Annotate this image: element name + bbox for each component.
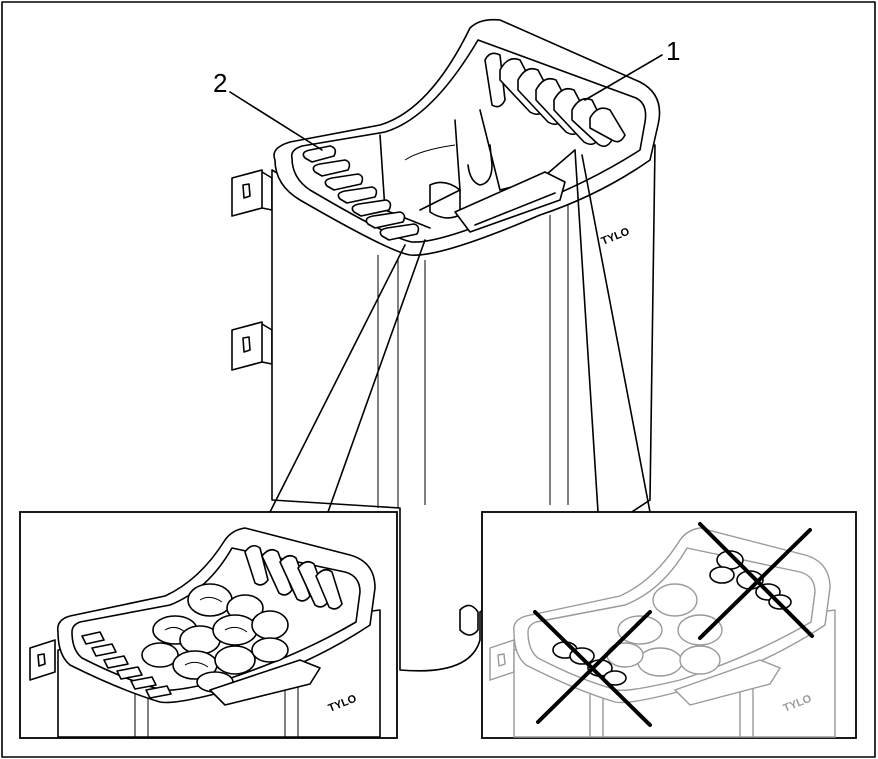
heating-element-tube <box>467 144 493 186</box>
wall-bracket-upper <box>231 169 273 217</box>
callout-label-1: 1 <box>666 36 680 66</box>
leader-line-2 <box>229 91 323 151</box>
heating-element-grille-right <box>484 52 626 148</box>
incorrect-cross-left <box>533 610 652 727</box>
incorrect-cross-right <box>698 522 814 640</box>
sauna-stones-correct <box>141 583 289 693</box>
zoom-lines <box>269 149 651 513</box>
bottom-connector <box>459 604 479 636</box>
stone-tray <box>454 171 566 233</box>
callout-label-2: 2 <box>213 68 227 98</box>
wall-bracket-lower <box>231 321 273 371</box>
heating-element-grille-left <box>302 145 420 241</box>
inset-correct-stone-placement: TYLO <box>19 511 398 739</box>
inset-incorrect-stone-placement: TYLO <box>481 511 857 739</box>
leader-line-1 <box>584 54 663 101</box>
